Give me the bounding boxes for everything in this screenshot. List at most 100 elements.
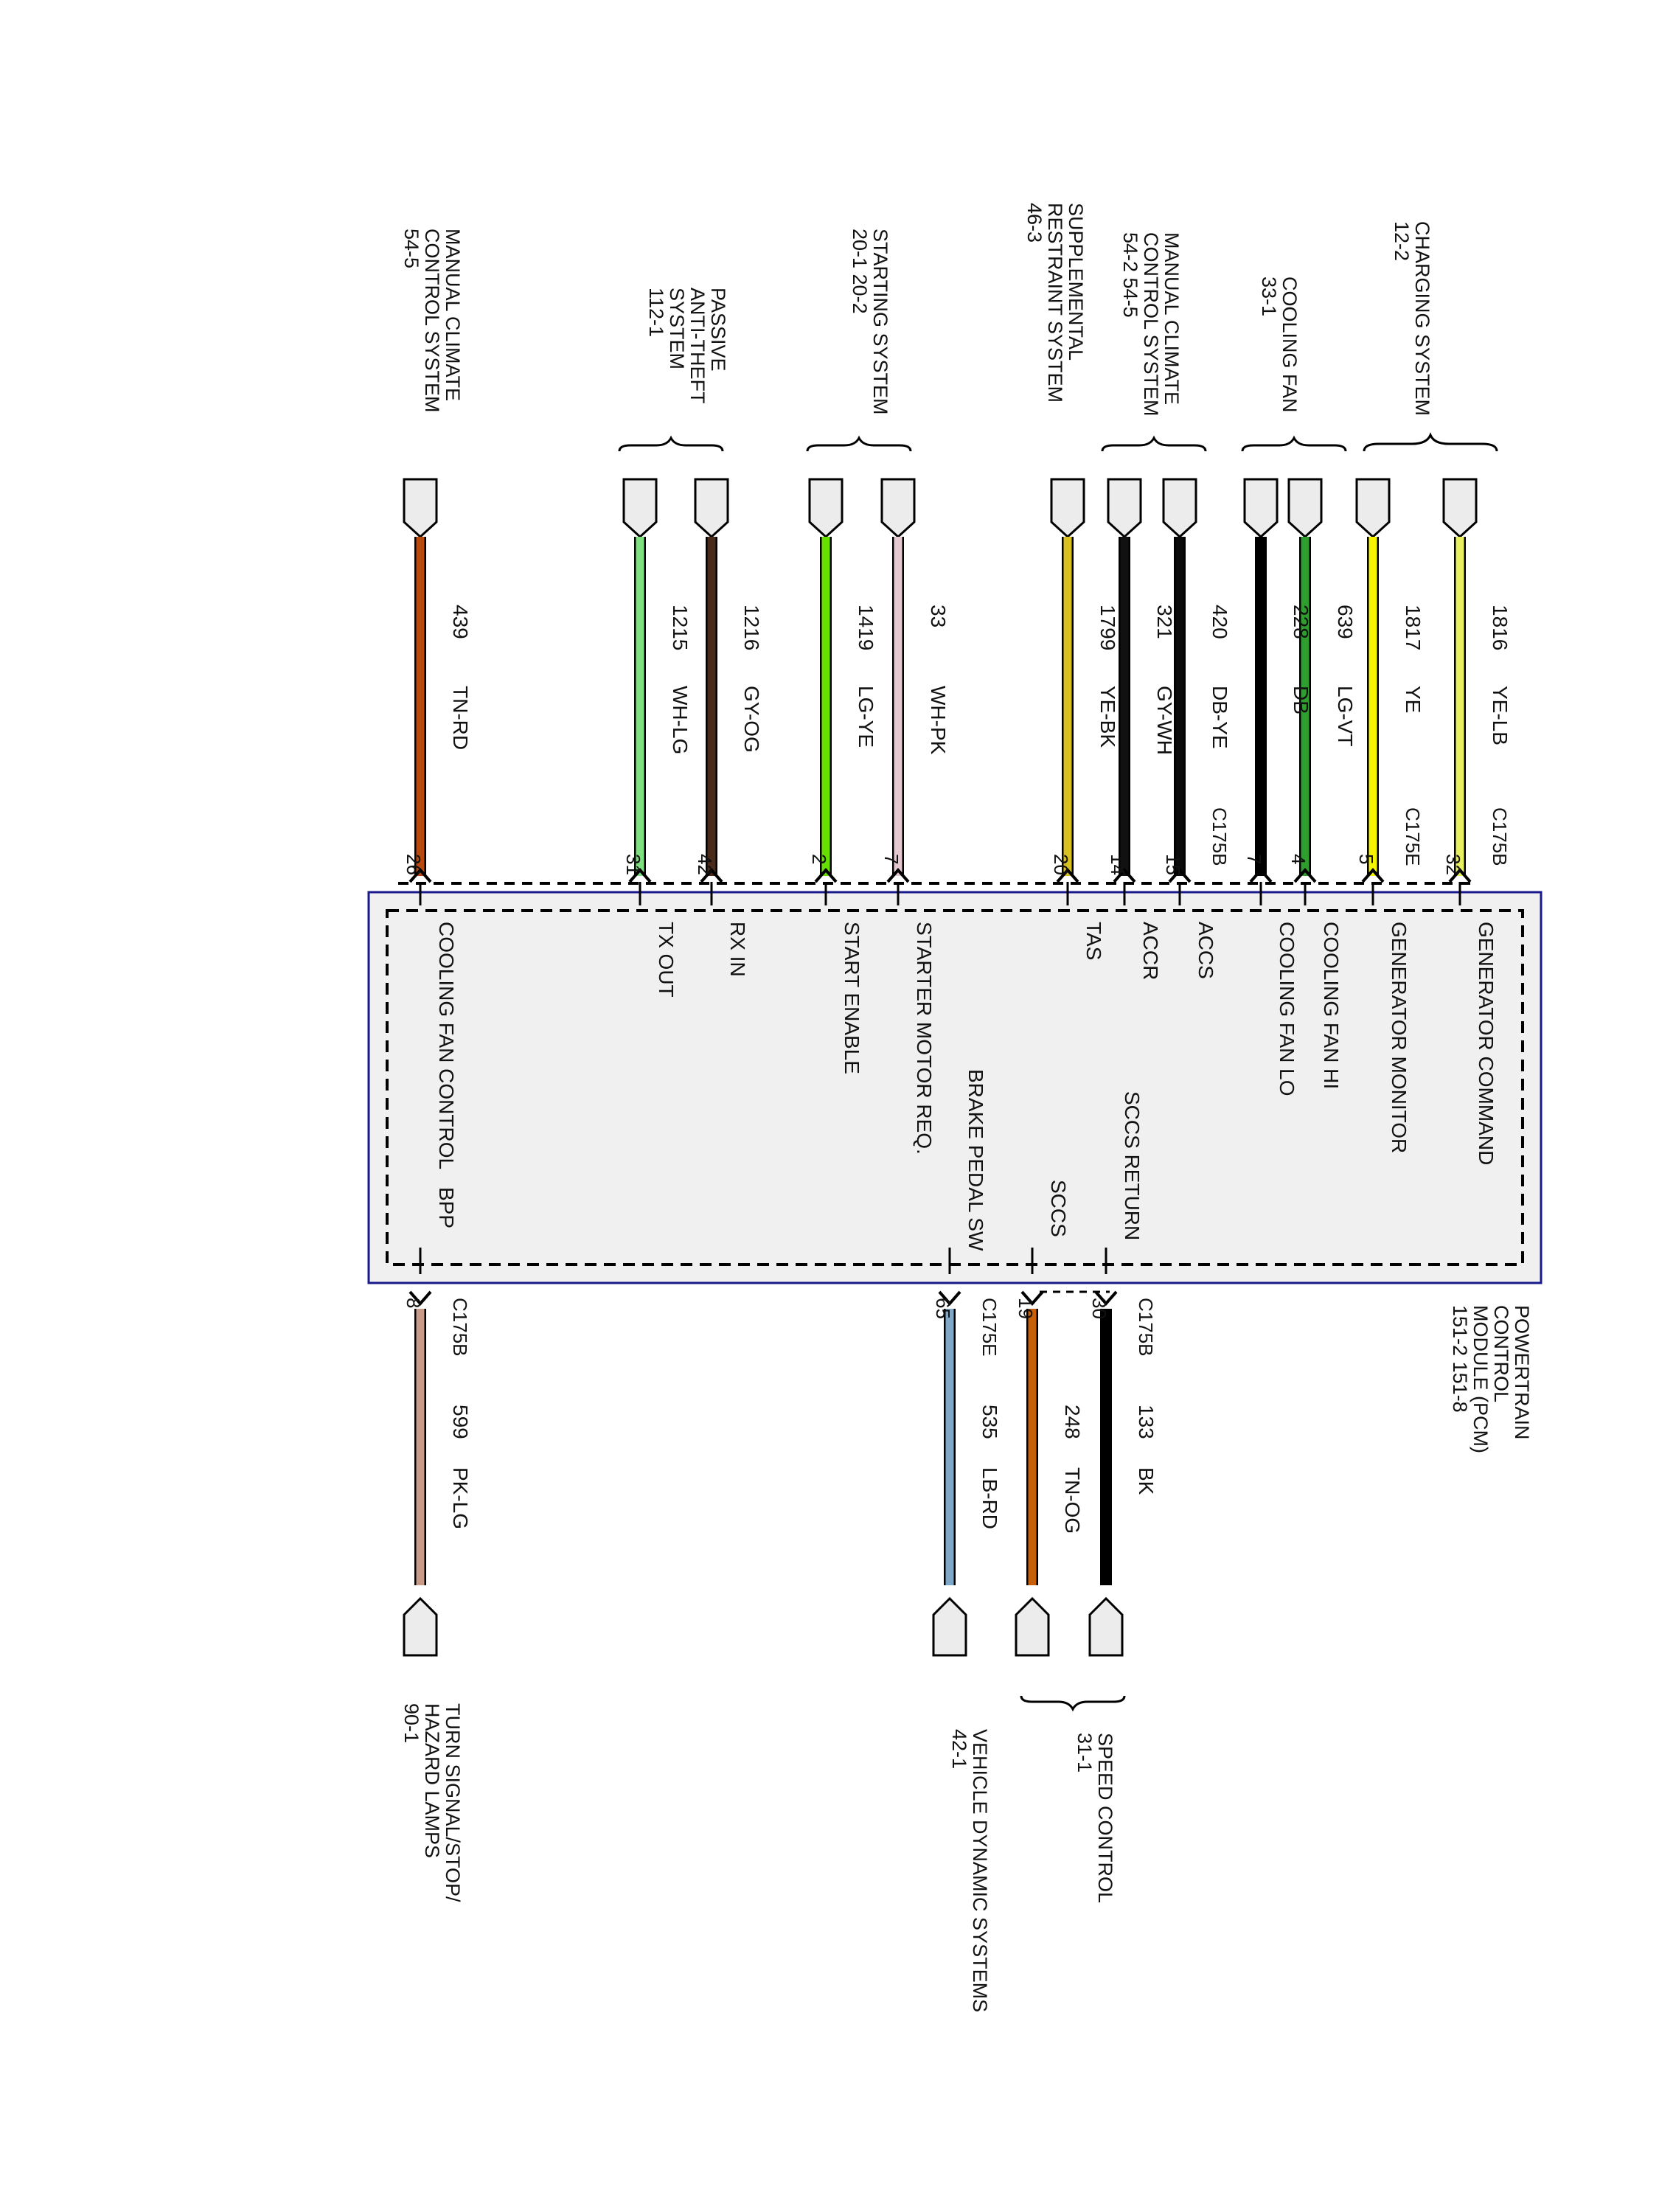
bottom-wire-3-color-code: PK-LG: [449, 1467, 472, 1529]
top-wire-0-connector-label: C175B: [1489, 807, 1511, 866]
pcm-title: POWERTRAIN CONTROL MODULE (PCM) 151-2 15…: [1449, 1305, 1533, 1459]
brace-speed-control: [1020, 1695, 1126, 1712]
top-wire-7-circuit-number: 33: [927, 605, 950, 627]
top-wire-2-terminal: [1293, 867, 1317, 883]
top-wire-2-circuit-number: 639: [1334, 605, 1357, 639]
top-wire-2-pin: 4: [1287, 854, 1310, 864]
top-wire-6-function: TAS: [1082, 922, 1105, 960]
system-label-cooling-fan: COOLING FAN 33-1: [1258, 276, 1301, 418]
brace-starting: [806, 435, 912, 452]
top-wire-4-color-code: DB-YE: [1208, 686, 1231, 749]
bottom-wire-1-circuit-number: 248: [1061, 1405, 1084, 1439]
system-label-passive-anti-theft: PASSIVE ANTI-THEFT SYSTEM 112-1: [645, 288, 729, 409]
top-wire-0-terminal: [1448, 867, 1472, 883]
bottom-wire-3-pin: 8: [403, 1298, 425, 1308]
bottom-wire-0-connector: [1088, 1596, 1124, 1657]
group-braces: [618, 432, 1498, 1712]
system-label-turn-signal: TURN SIGNAL/STOP/ HAZARD LAMPS 90-1: [400, 1703, 464, 1907]
top-wire-4-function: ACCS: [1194, 922, 1217, 979]
bottom-wire-0-color-code: BK: [1135, 1467, 1158, 1495]
top-wire-10-function: TX OUT: [655, 922, 678, 998]
top-wire-5-connector: [1107, 478, 1142, 539]
top-wire-6-terminal: [1056, 867, 1079, 883]
top-wire-5-function: ACCR: [1139, 922, 1162, 980]
top-wire-3-color-code: DB: [1290, 686, 1312, 714]
bottom-wire-2-connector-label: C175E: [978, 1298, 1001, 1357]
top-wire-1-pin: 5: [1355, 854, 1377, 864]
bottom-wire-2-pin: 65: [932, 1298, 954, 1319]
top-wire-7-color-code: WH-PK: [927, 686, 950, 755]
pcm-title-line-4: 151-2 151-8: [1449, 1305, 1471, 1413]
top-wire-0-circuit-number: 1816: [1489, 605, 1512, 650]
bottom-wire-1-color-code: TN-OG: [1061, 1467, 1084, 1534]
top-wire-8-circuit-number: 1419: [855, 605, 877, 650]
top-wire-5-pin: 14: [1107, 854, 1129, 875]
top-wire-11-terminal: [408, 867, 432, 883]
top-wire-0-pin: 32: [1442, 854, 1464, 875]
bottom-wire-0-pin: 30: [1088, 1298, 1110, 1319]
bottom-wire-0-circuit-number: 133: [1135, 1405, 1158, 1439]
top-wire-5-color-code: GY-WH: [1153, 686, 1176, 755]
top-wire-7-function: STARTER MOTOR REQ.: [913, 922, 936, 1155]
top-wire-3-pin: 7: [1243, 854, 1265, 864]
top-wire-11-color-code: TN-RD: [449, 686, 472, 750]
bottom-wire-3-connector-label: C175B: [449, 1298, 471, 1357]
brace-cooling-fan: [1241, 435, 1347, 452]
top-wire-11-circuit-number: 439: [449, 605, 472, 639]
top-wire-1-color-code: YE: [1402, 686, 1425, 713]
pcm-title-line-1: POWERTRAIN: [1511, 1305, 1533, 1440]
top-wire-10-connector: [622, 478, 658, 539]
top-wire-3-terminal: [1249, 867, 1273, 883]
bottom-wire-1-connector: [1015, 1596, 1050, 1657]
bottom-wire-2-connector: [932, 1596, 967, 1657]
top-wire-4-connector: [1162, 478, 1197, 539]
top-wire-9-connector: [694, 478, 729, 539]
top-wire-1-terminal: [1361, 867, 1385, 883]
system-label-speed-control: SPEED CONTROL 31-1: [1074, 1733, 1116, 1908]
top-wire-11-connector: [403, 478, 438, 539]
brace-manual-climate: [1101, 435, 1207, 452]
top-wire-0-color-code: YE-LB: [1489, 686, 1512, 745]
top-wire-8-function: START ENABLE: [841, 922, 863, 1074]
bottom-wire-3-connector: [403, 1596, 438, 1657]
top-wire-8-terminal: [814, 867, 838, 883]
top-wire-9-function: RX IN: [726, 922, 749, 977]
bottom-wire-2-circuit-number: 535: [978, 1405, 1001, 1439]
pcm-title-line-3: MODULE (PCM): [1470, 1305, 1492, 1453]
pcm-title-line-2: CONTROL: [1490, 1305, 1512, 1402]
system-label-charging: CHARGING SYSTEM 12-2: [1391, 221, 1433, 422]
system-label-manual-climate-2: MANUAL CLIMATE CONTROL SYSTEM 54-5: [400, 229, 464, 418]
top-wire-0-connector: [1442, 478, 1478, 539]
bottom-wire-1-terminal: [1020, 1290, 1044, 1307]
top-wire-9-terminal: [700, 867, 723, 883]
bottom-wire-0-connector-label: C175B: [1135, 1298, 1157, 1357]
bottom-wire-1-pin: 19: [1015, 1298, 1037, 1319]
top-wire-2-function: COOLING FAN HI: [1320, 922, 1343, 1089]
top-wire-2-connector: [1287, 478, 1323, 539]
top-wire-4-terminal: [1168, 867, 1192, 883]
top-wire-11-pin: 26: [403, 854, 425, 875]
top-wire-9-color-code: GY-OG: [740, 686, 763, 753]
system-label-vehicle-dynamic: VEHICLE DYNAMIC SYSTEMS 42-1: [948, 1729, 991, 2018]
top-wire-3-function: COOLING FAN LO: [1276, 922, 1298, 1096]
top-wire-7-pin: 7: [880, 854, 902, 864]
top-wire-9-pin: 42: [694, 854, 716, 875]
bottom-wire-0-function: SCCS RETURN: [1121, 1091, 1144, 1240]
system-label-manual-climate-1: MANUAL CLIMATE CONTROL SYSTEM 54-2 54-5: [1119, 232, 1183, 422]
top-wire-7-connector: [880, 478, 916, 539]
bottom-wire-2-color-code: LB-RD: [978, 1467, 1001, 1529]
top-wire-1-circuit-number: 1817: [1402, 605, 1425, 650]
top-wire-3-circuit-number: 228: [1290, 605, 1312, 639]
bottom-wire-2-terminal: [938, 1290, 961, 1307]
bottom-wire-2-function: BRAKE PEDAL SW: [964, 1069, 987, 1251]
top-wire-9-circuit-number: 1216: [740, 605, 763, 650]
top-wire-6-circuit-number: 1799: [1096, 605, 1119, 650]
bottom-wire-1-function: SCCS: [1047, 1180, 1070, 1237]
top-wire-8-pin: 2: [808, 854, 830, 864]
top-wire-2-color-code: LG-VT: [1334, 686, 1357, 746]
top-wire-10-pin: 31: [622, 854, 644, 875]
top-wire-5-circuit-number: 321: [1153, 605, 1176, 639]
system-label-supplemental-restraint: SUPPLEMENTAL RESTRAINT SYSTEM 46-3: [1023, 203, 1087, 408]
